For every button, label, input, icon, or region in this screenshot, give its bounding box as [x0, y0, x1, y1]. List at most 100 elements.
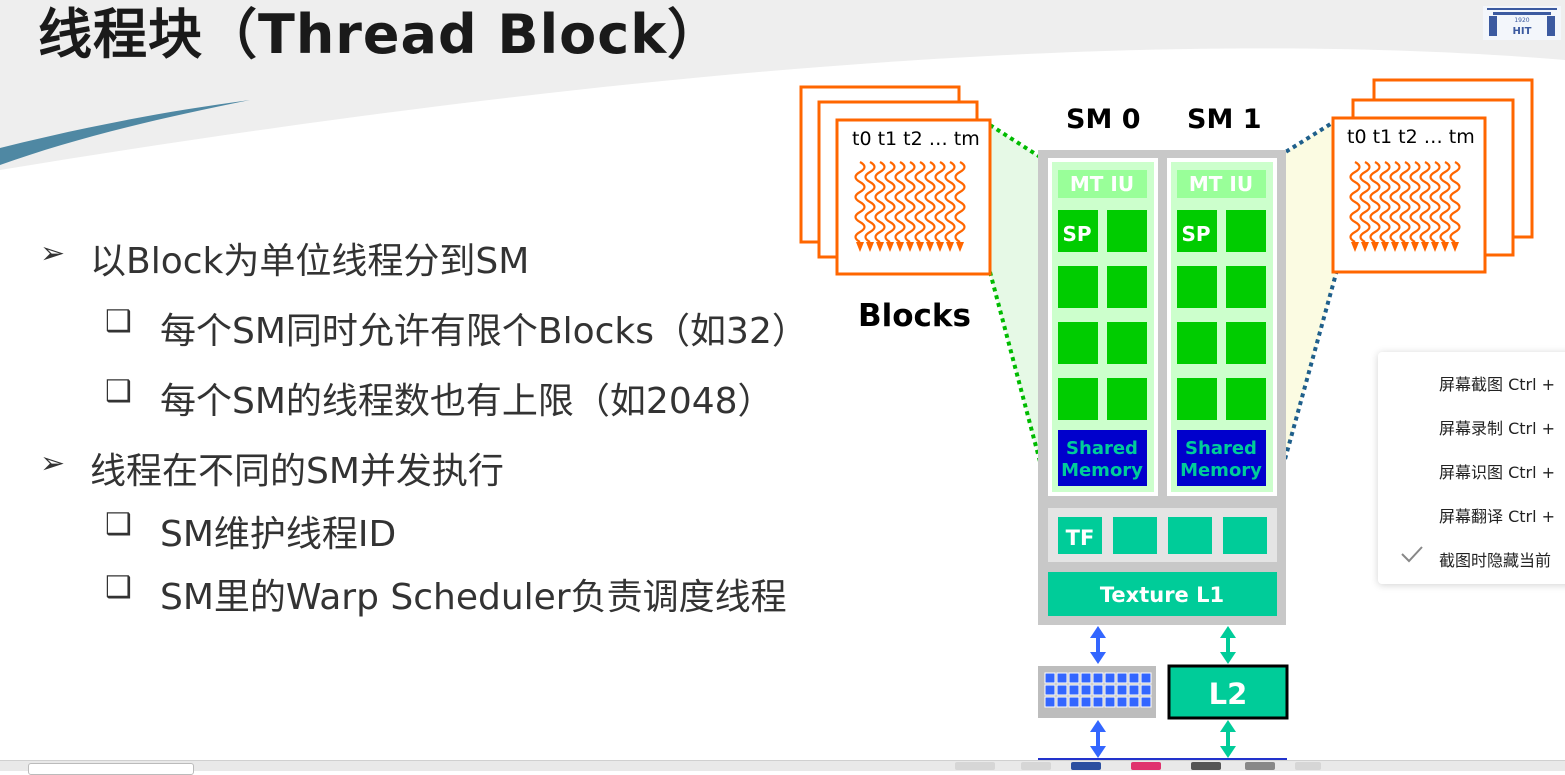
- bullet-item: ➢ 以Block为单位线程分到SM: [40, 232, 529, 284]
- arrow-head: [1220, 626, 1236, 638]
- checkmark-icon: [1401, 546, 1423, 563]
- thread-arrowhead: [876, 242, 884, 252]
- thread-arrowhead: [866, 242, 874, 252]
- toolbar-icon[interactable]: [1071, 762, 1101, 770]
- thread-block: [1331, 116, 1487, 274]
- menu-item-screenshot[interactable]: 屏幕截图 Ctrl +: [1439, 375, 1556, 394]
- menu-item-hide-window[interactable]: 截图时隐藏当前: [1439, 551, 1552, 570]
- memory-cell: [1104, 684, 1116, 696]
- l2-cache-box: [1167, 664, 1289, 720]
- thread-arrowhead: [1381, 242, 1389, 252]
- thread-arrowhead: [896, 242, 904, 252]
- thread-arrowhead: [1421, 242, 1429, 252]
- sp-core: [1226, 378, 1266, 420]
- sm0: MT IU SP Shared Memory: [1048, 158, 1158, 496]
- memory-cell: [1116, 684, 1128, 696]
- thread-wave: [904, 161, 916, 243]
- memory-cell: [1140, 672, 1152, 684]
- memory-cell: [1056, 696, 1068, 708]
- double-arrow: [1220, 720, 1236, 758]
- bottom-input-field[interactable]: [28, 763, 194, 775]
- toolbar-icon[interactable]: [1131, 762, 1161, 770]
- memory-cell: [1092, 696, 1104, 708]
- bullet-text: SM维护线程ID: [160, 514, 397, 555]
- arrow-head: [1090, 746, 1106, 758]
- sp-grid: [1058, 210, 1147, 420]
- sp-core: [1177, 210, 1217, 252]
- thread-ids-label: t0 t1 t2 … tm: [1347, 126, 1475, 148]
- bullet-text: SM里的Warp Scheduler负责调度线程: [160, 577, 787, 618]
- logo-line: [1493, 12, 1551, 15]
- thread-wave: [854, 161, 866, 243]
- tf-unit: [1113, 517, 1157, 554]
- logo-line: [1487, 8, 1557, 10]
- toolbar-icon[interactable]: [1191, 762, 1221, 770]
- shared-memory-box: [1177, 430, 1266, 486]
- memory-cell: [1092, 672, 1104, 684]
- thread-wave: [884, 161, 896, 243]
- toolbar-icon[interactable]: [1295, 762, 1321, 770]
- texture-l1-label: Texture L1: [1100, 583, 1224, 607]
- thread-wave: [1379, 161, 1391, 243]
- tf-unit: [1058, 517, 1102, 554]
- l2-label: L2: [1209, 677, 1248, 711]
- thread-wave: [874, 161, 886, 243]
- memory-cell: [1068, 672, 1080, 684]
- memory-cell: [1140, 696, 1152, 708]
- thread-waves: [854, 161, 966, 252]
- memory-cell: [1128, 696, 1140, 708]
- thread-arrowhead: [856, 242, 864, 252]
- sp-core: [1226, 210, 1266, 252]
- menu-item-screen-recognize[interactable]: 屏幕识图 Ctrl +: [1439, 463, 1556, 482]
- memory-cell: [1140, 684, 1152, 696]
- thread-wave: [1429, 161, 1441, 243]
- toolbar-icon[interactable]: [1021, 762, 1051, 770]
- toolbar-icon[interactable]: [1245, 762, 1275, 770]
- shared-memory-label: Shared: [1066, 438, 1138, 459]
- thread-wave: [1449, 161, 1461, 243]
- thread-wave: [894, 161, 906, 243]
- sp-core: [1107, 322, 1147, 364]
- memory-cell: [1068, 696, 1080, 708]
- memory-cell: [1116, 696, 1128, 708]
- thread-arrowhead: [916, 242, 924, 252]
- arrow-head: [1090, 652, 1106, 664]
- menu-item-screen-translate[interactable]: 屏幕翻译 Ctrl +: [1439, 507, 1556, 526]
- sp-core: [1058, 266, 1098, 308]
- thread-arrowhead: [1371, 242, 1379, 252]
- thread-arrowhead: [1441, 242, 1449, 252]
- tf-unit: [1168, 517, 1212, 554]
- menu-item-screen-record[interactable]: 屏幕录制 Ctrl +: [1439, 419, 1556, 438]
- logo-pillar: [1489, 16, 1497, 36]
- bullet-text: 线程在不同的SM并发执行: [90, 451, 504, 492]
- sub-bullet-item: ❑ 每个SM的线程数也有上限（如2048）: [105, 372, 774, 424]
- thread-arrowhead: [1361, 242, 1369, 252]
- thread-wave: [954, 161, 966, 243]
- thread-arrowhead: [926, 242, 934, 252]
- sub-bullet-item: ❑ 每个SM同时允许有限个Blocks（如32）: [105, 302, 808, 354]
- memory-cell: [1080, 684, 1092, 696]
- thread-arrowhead: [956, 242, 964, 252]
- toolbar-icon[interactable]: [955, 762, 995, 770]
- thread-block-stack-left: t0 t1 t2 … tm: [799, 85, 992, 276]
- screenshot-context-menu: 屏幕截图 Ctrl + 屏幕录制 Ctrl + 屏幕识图 Ctrl + 屏幕翻译…: [1378, 352, 1565, 584]
- thread-wave: [1419, 161, 1431, 243]
- thread-block: [835, 118, 992, 276]
- thread-wave: [1409, 161, 1421, 243]
- memory-cell: [1116, 672, 1128, 684]
- thread-arrowhead: [886, 242, 894, 252]
- thread-arrowhead: [1351, 242, 1359, 252]
- sp-label: SP: [1062, 222, 1091, 246]
- memory-cell: [1104, 696, 1116, 708]
- dotted-connector: [1274, 269, 1339, 493]
- sub-bullet-marker: ❑: [105, 570, 132, 605]
- sp-core: [1058, 378, 1098, 420]
- thread-waves: [1349, 161, 1461, 252]
- memory-cell: [1092, 684, 1104, 696]
- sp-core: [1226, 322, 1266, 364]
- memory-cell: [1056, 684, 1068, 696]
- mtiu-box: [1177, 170, 1266, 198]
- slide-title: 线程块（Thread Block）: [38, 3, 723, 66]
- dotted-connector: [988, 271, 1050, 493]
